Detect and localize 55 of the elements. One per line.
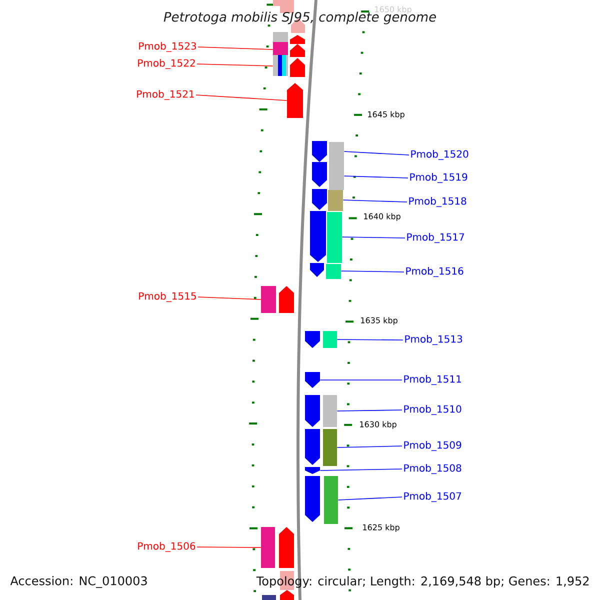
leader-line xyxy=(338,496,402,500)
gene-feature xyxy=(310,211,342,263)
gene-label: Pmob_1507 xyxy=(404,492,462,502)
gene-label: Pmob_1522 xyxy=(138,59,195,69)
leader-line xyxy=(342,200,408,202)
leader-line xyxy=(344,151,410,156)
gene-feature xyxy=(310,263,341,279)
scale-label: 1635 kbp xyxy=(361,317,398,325)
gene-label: Pmob_1513 xyxy=(405,335,462,345)
leader-line xyxy=(336,410,402,412)
leader-line xyxy=(336,446,402,448)
scale-label: 1645 kbp xyxy=(368,111,404,119)
gene-feature xyxy=(273,42,305,57)
gene-feature xyxy=(305,429,337,466)
leader-line xyxy=(340,270,404,272)
gene-feature xyxy=(305,331,337,348)
footer-text: Accession: NC_010003 xyxy=(10,576,147,588)
leader-line xyxy=(198,46,274,50)
gene-label: Pmob_1516 xyxy=(406,267,464,277)
gene-label: Pmob_1521 xyxy=(137,90,194,100)
leader-line xyxy=(320,468,402,471)
gene-feature xyxy=(312,189,343,211)
gene-feature xyxy=(312,141,344,162)
gene-label: Pmob_1511 xyxy=(404,375,461,385)
scale-label: 1630 kbp xyxy=(360,421,396,429)
gene-feature xyxy=(273,55,305,77)
gene-label: Pmob_1523 xyxy=(139,42,196,52)
gene-feature xyxy=(261,286,294,313)
gene-label: Pmob_1519 xyxy=(410,173,468,183)
leader-line xyxy=(196,64,274,66)
gene-feature xyxy=(261,527,294,568)
gene-feature xyxy=(312,162,344,190)
gene-label: Pmob_1515 xyxy=(139,292,196,302)
leader-line xyxy=(344,176,408,178)
gene-label: Pmob_1517 xyxy=(407,233,464,243)
leader-line xyxy=(342,236,406,238)
gene-feature xyxy=(305,372,320,388)
gene-label: Pmob_1509 xyxy=(404,441,462,451)
gene-feature xyxy=(305,467,320,474)
gene-feature xyxy=(305,395,337,427)
leader-line xyxy=(198,296,262,300)
gene-feature xyxy=(305,476,338,524)
scale-label: 1640 kbp xyxy=(364,213,400,221)
leader-line xyxy=(196,94,288,101)
leader-line xyxy=(336,339,404,340)
gene-label: Pmob_1506 xyxy=(138,542,196,552)
gene-label: Pmob_1520 xyxy=(411,150,468,160)
gene-feature xyxy=(287,83,303,118)
diagram-title: Petrotoga mobilis SJ95, complete genome xyxy=(164,12,436,24)
gene-label: Pmob_1518 xyxy=(409,197,466,207)
scale-label: 1625 kbp xyxy=(363,524,400,532)
gene-label: Pmob_1510 xyxy=(404,405,462,415)
footer-text: Topology: circular; Length: 2,169,548 bp; Genes: 1,952 xyxy=(256,576,589,588)
leader-line xyxy=(196,546,262,548)
gene-label: Pmob_1508 xyxy=(404,464,462,474)
